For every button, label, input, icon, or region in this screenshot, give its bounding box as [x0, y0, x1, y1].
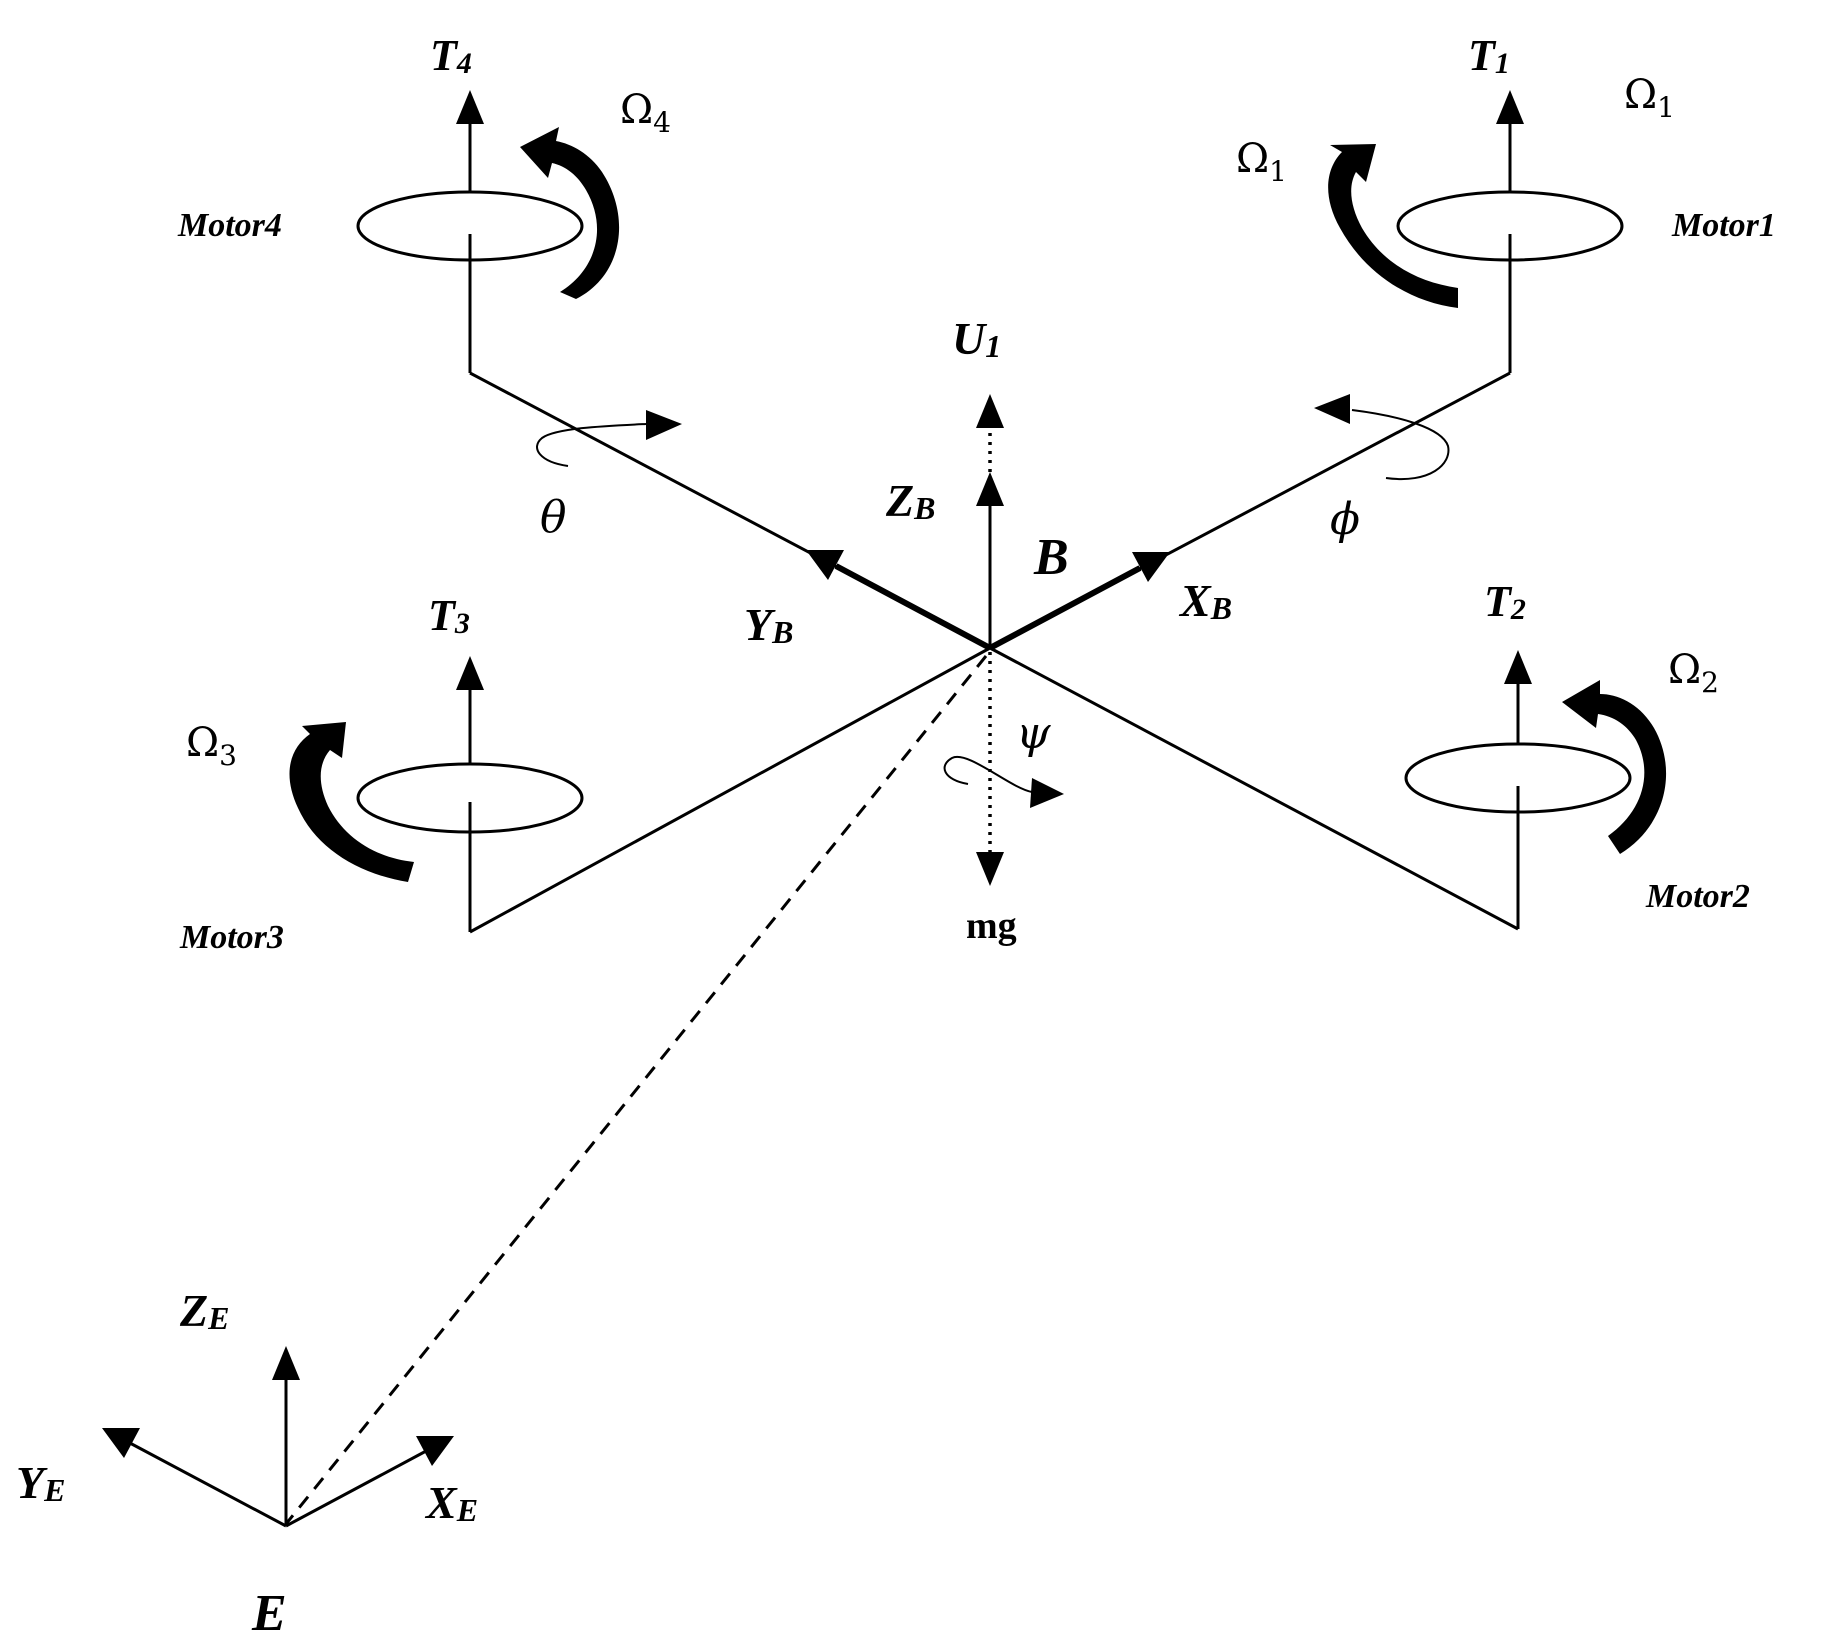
- earth-frame: ZE YE XE E: [16, 1285, 478, 1642]
- x-earth-axis: [285, 1448, 429, 1528]
- lift-label: U1: [952, 313, 1001, 364]
- z-body-label: ZB: [885, 475, 935, 526]
- yaw-arrowhead: [1030, 778, 1064, 808]
- motor-label-2: Motor2: [1645, 878, 1750, 915]
- thrust-label-1: T1: [1468, 31, 1510, 80]
- pitch-curl: [536, 423, 647, 467]
- motor-label-1: Motor1: [1671, 207, 1776, 244]
- lift-arrowhead: [976, 394, 1004, 428]
- thrust-arrowhead-3: [456, 656, 484, 690]
- x-body-arrowhead: [1132, 552, 1170, 582]
- y-earth-label: YE: [16, 1457, 65, 1508]
- thrust-arrowhead-1: [1496, 90, 1524, 124]
- gravity-arrowhead: [976, 852, 1004, 886]
- roll-arrowhead: [1314, 394, 1350, 424]
- x-body-axis: [988, 565, 1142, 651]
- rotation-arrow-1: [1328, 144, 1458, 308]
- x-body-label: XB: [1178, 575, 1232, 626]
- motor1-group: T1 Ω1 Ω1 Motor1: [1236, 31, 1776, 308]
- body-frame: XB YB ZB U1 B mg: [744, 313, 1232, 947]
- motor-label-4: Motor4: [177, 207, 282, 244]
- yaw-label: ψ: [1016, 708, 1051, 759]
- motor4-group: T4 Ω4 Motor4: [177, 31, 671, 299]
- pitch-arrowhead: [646, 410, 682, 440]
- earth-origin-label: E: [251, 1585, 287, 1642]
- thrust-arrowhead-2: [1504, 650, 1532, 684]
- speed-label-1: Ω1: [1624, 72, 1675, 124]
- arm-motor3: [469, 646, 991, 934]
- rotation-arrow-3: [289, 722, 414, 882]
- rotation-arrow-4: [520, 127, 620, 299]
- pitch-label: θ: [540, 492, 567, 543]
- rotation-arrow-2: [1562, 680, 1667, 854]
- y-earth-arrowhead: [102, 1428, 140, 1458]
- position-vector: [284, 655, 988, 1525]
- y-earth-axis: [127, 1440, 287, 1528]
- y-body-axis: [834, 563, 992, 651]
- y-body-label: YB: [744, 599, 793, 650]
- gravity-label: mg: [966, 905, 1017, 947]
- z-body-arrowhead: [976, 472, 1004, 506]
- yaw-curl: [943, 755, 1033, 793]
- x-earth-arrowhead: [416, 1436, 454, 1466]
- speed-label-2: Ω2: [1668, 647, 1719, 699]
- thrust-label-3: T3: [428, 591, 470, 640]
- x-earth-label: XE: [424, 1477, 478, 1528]
- thrust-label-2: T2: [1484, 577, 1526, 626]
- roll-label: ϕ: [1330, 494, 1360, 545]
- motor3-group: T3 Ω3 Motor3: [179, 591, 584, 956]
- motor2-group: T2 Ω2 Motor2: [1404, 577, 1750, 915]
- motor-label-3: Motor3: [179, 919, 284, 956]
- roll-curl: [1351, 409, 1450, 481]
- speed-label-1-rotation: Ω1: [1236, 136, 1287, 188]
- y-body-arrowhead: [806, 550, 844, 580]
- arm-motor2: [989, 646, 1519, 931]
- thrust-arrowhead-4: [456, 90, 484, 124]
- speed-label-4: Ω4: [620, 87, 671, 139]
- body-origin-label: B: [1033, 529, 1069, 586]
- speed-label-3: Ω3: [186, 720, 237, 772]
- z-earth-arrowhead: [272, 1346, 300, 1380]
- thrust-label-4: T4: [430, 31, 472, 80]
- z-earth-label: ZE: [179, 1285, 229, 1336]
- angle-indicators: θ ϕ ψ: [536, 394, 1450, 808]
